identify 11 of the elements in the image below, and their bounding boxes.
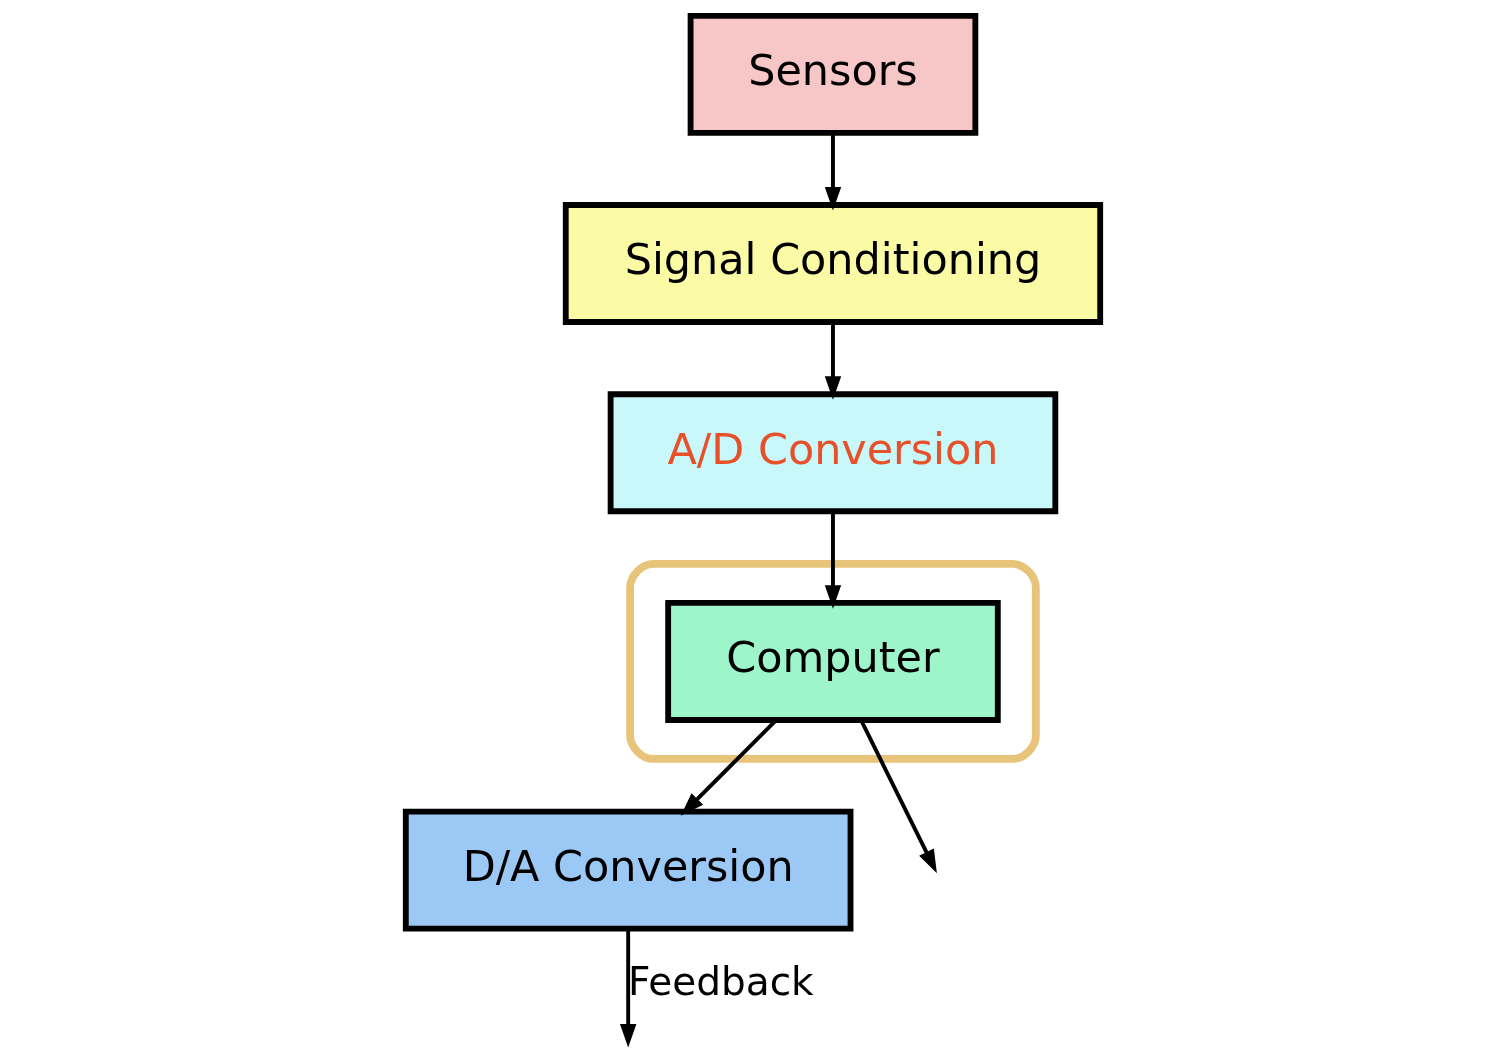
edge-label: Feedback (627, 958, 814, 1004)
node-box: Sensors (687, 12, 979, 136)
node-box: Signal Conditioning (562, 202, 1104, 325)
arrow (824, 322, 842, 400)
node-box: D/A Conversion (402, 808, 854, 932)
node-box: A/D Conversion (607, 391, 1059, 515)
arrow (824, 132, 842, 211)
arrow (619, 929, 637, 1048)
arrow (824, 511, 842, 609)
node-box: Computer (665, 600, 1001, 723)
cluster (626, 560, 1040, 763)
